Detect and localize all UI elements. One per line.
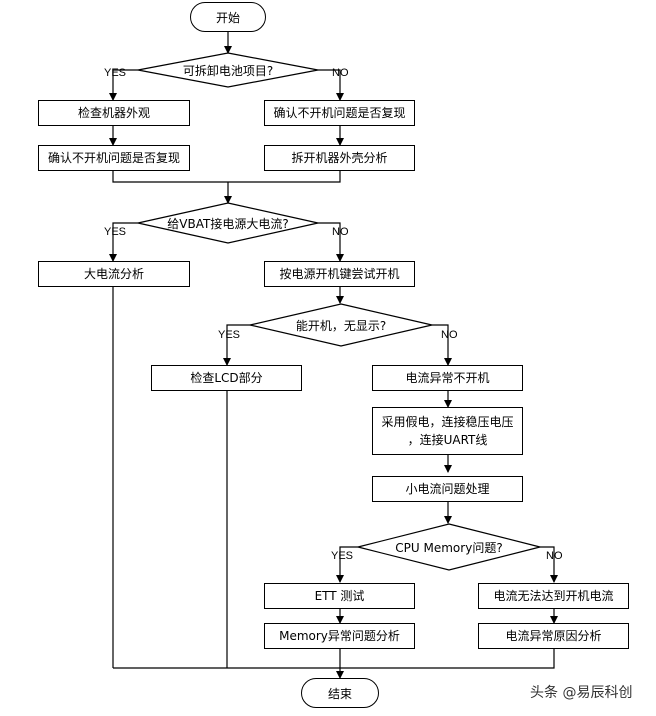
decision-vbat-current: 给VBAT接电源大电流? — [167, 216, 289, 231]
no-label-3: NO — [441, 329, 458, 341]
connector — [432, 324, 452, 366]
box-small-current: 小电流问题处理 — [372, 476, 523, 502]
box-current-cause-analysis: 电流异常原因分析 — [478, 623, 629, 649]
box-disassemble-case: 拆开机器外壳分析 — [264, 145, 415, 171]
box-abnormal-current: 电流异常不开机 — [372, 365, 523, 391]
start-terminal: 开始 — [190, 2, 266, 32]
yes-label-3: YES — [218, 329, 241, 341]
connector — [540, 546, 558, 583]
box-current-not-reached: 电流无法达到开机电流 — [478, 583, 629, 609]
connector — [113, 649, 555, 669]
box-confirm-no-boot-left: 确认不开机问题是否复现 — [38, 145, 190, 171]
end-terminal: 结束 — [301, 678, 379, 708]
connector — [318, 69, 344, 101]
watermark-text: 头条 @易辰科创 — [530, 685, 633, 701]
box-check-appearance: 检查机器外观 — [38, 100, 190, 126]
decision-diamond-2 — [137, 202, 319, 244]
box-check-lcd: 检查LCD部分 — [151, 365, 302, 391]
no-label-1: NO — [332, 67, 349, 79]
decision-diamond-3 — [249, 303, 433, 347]
yes-label-2: YES — [104, 226, 127, 238]
no-label-4: NO — [546, 550, 563, 562]
no-label-2: NO — [332, 226, 349, 238]
decision-cpu-memory: CPU Memory问题? — [395, 540, 503, 555]
box-confirm-no-boot-right: 确认不开机问题是否复现 — [264, 100, 415, 126]
box-big-current-analysis: 大电流分析 — [38, 261, 190, 287]
connector — [336, 546, 358, 583]
decision-diamond-4 — [357, 523, 541, 571]
watermark: 头条 @易辰科创 — [530, 682, 632, 702]
yes-label-1: YES — [104, 67, 127, 79]
fake-battery-line-1: 采用假电，连接稳压电压 — [381, 415, 514, 429]
decision-diamond-1 — [137, 52, 319, 88]
box-memory-analysis: Memory异常问题分析 — [264, 623, 415, 649]
fake-battery-line-2: ，连接UART线 — [407, 433, 488, 447]
connector — [109, 69, 138, 101]
box-ett-test: ETT 测试 — [264, 583, 415, 609]
connector — [318, 222, 344, 262]
box-fake-battery-uart: 采用假电，连接稳压电压 ，连接UART线 — [372, 407, 523, 455]
box-press-power-key: 按电源开机键尝试开机 — [264, 261, 415, 287]
decision-removable-battery: 可拆卸电池项目? — [182, 63, 274, 78]
yes-label-4: YES — [331, 550, 354, 562]
connector — [223, 324, 250, 366]
connector — [112, 171, 341, 183]
decision-boot-no-display: 能开机，无显示? — [295, 318, 387, 333]
connector — [109, 222, 138, 262]
